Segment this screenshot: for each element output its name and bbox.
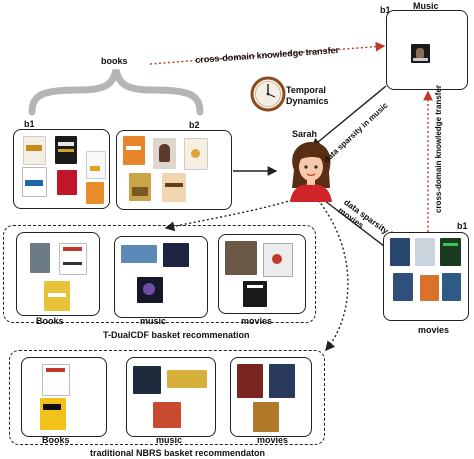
book-cover-red xyxy=(57,170,77,195)
clock-icon xyxy=(250,76,286,112)
trad-book-cover-seven-habits xyxy=(42,364,70,396)
trad-caption: traditional NBRS basket recommendaton xyxy=(90,448,266,458)
movie-cover-dune xyxy=(442,273,461,301)
tdual-caption: T-DualCDF basket recommenation xyxy=(103,330,250,340)
tdual-music-cover-3 xyxy=(137,277,163,303)
trad-book-cover-badass xyxy=(40,398,66,430)
trad-movie-cover-2 xyxy=(269,364,295,398)
book-cover-subtle-art xyxy=(123,136,145,165)
tdual-movies-label: movies xyxy=(241,316,273,326)
book-cover-orange xyxy=(86,182,104,204)
book-cover-alchemist xyxy=(129,173,151,201)
sarah-avatar xyxy=(290,142,332,202)
movie-cover-interstellar-small xyxy=(225,241,257,275)
trad-music-cover-2 xyxy=(167,370,207,388)
music-to-sarah-arrow xyxy=(310,85,387,148)
movie-cover-matrix xyxy=(440,238,461,266)
trad-movie-cover-1 xyxy=(237,364,263,398)
movies-bottom-label: movies xyxy=(418,325,450,335)
movies-b1-label: b1 xyxy=(457,221,468,231)
movie-cover-wonder-woman xyxy=(393,273,413,301)
book-cover-becoming xyxy=(153,138,176,169)
book-cover-thinking xyxy=(86,151,106,179)
book-cover-atomic-habits xyxy=(23,136,46,165)
tdual-movies-box xyxy=(218,234,306,314)
cross-domain-right-label: cross-domain knowledge transfer xyxy=(434,84,443,213)
books-b2-box xyxy=(116,130,232,210)
music-box xyxy=(386,10,468,90)
tdual-music-box xyxy=(114,236,208,318)
book-cover-daring-greatly xyxy=(162,173,186,202)
book-cover-power-of-now xyxy=(44,281,70,311)
movie-cover-whiplash xyxy=(243,281,267,307)
book-cover-mindset xyxy=(22,167,47,197)
trad-movies-box xyxy=(230,357,312,437)
music-cover xyxy=(411,44,430,63)
sarah-to-tdual-arrow xyxy=(164,199,293,232)
book-cover-bird-by-bird xyxy=(30,243,50,273)
trad-group xyxy=(9,350,325,445)
tdual-books-label: Books xyxy=(36,316,64,326)
tdual-books-box xyxy=(16,232,100,316)
tdual-group xyxy=(3,225,316,323)
temporal-dynamics-label: Temporal Dynamics xyxy=(286,85,329,106)
trad-books-box xyxy=(21,357,107,437)
movies-box xyxy=(383,232,469,321)
tdual-music-cover-2 xyxy=(163,243,189,267)
books-b1-label: b1 xyxy=(24,119,35,129)
tdual-music-label: music xyxy=(140,316,167,326)
movie-cover-interstellar xyxy=(415,238,435,266)
book-cover-habits xyxy=(55,136,77,164)
music-title: Music xyxy=(413,1,439,11)
trad-movies-label: movies xyxy=(257,435,289,445)
book-cover-seven-habits xyxy=(59,243,87,275)
music-b1-label: b1 xyxy=(380,5,391,15)
trad-music-label: music xyxy=(156,435,183,445)
books-b2-label: b2 xyxy=(189,120,200,130)
movies-to-sarah-arrow xyxy=(314,193,385,247)
sarah-label: Sarah xyxy=(292,129,318,139)
trad-music-box xyxy=(126,357,216,437)
books-label: books xyxy=(101,56,128,66)
movie-cover-2001 xyxy=(263,243,293,277)
movie-cover-inception xyxy=(390,238,410,266)
trad-music-cover-1 xyxy=(133,366,161,394)
books-brace xyxy=(28,69,204,116)
trad-books-label: Books xyxy=(42,435,70,445)
tdual-music-cover-1 xyxy=(121,245,157,263)
trad-movie-cover-3 xyxy=(253,402,279,432)
book-cover-courage xyxy=(184,138,208,170)
movie-cover-blade-runner xyxy=(420,275,439,301)
trad-music-cover-3 xyxy=(153,402,181,428)
cross-domain-top-arrow xyxy=(149,41,386,65)
sarah-to-trad-arrow xyxy=(317,199,349,352)
books-b1-box xyxy=(13,129,110,209)
